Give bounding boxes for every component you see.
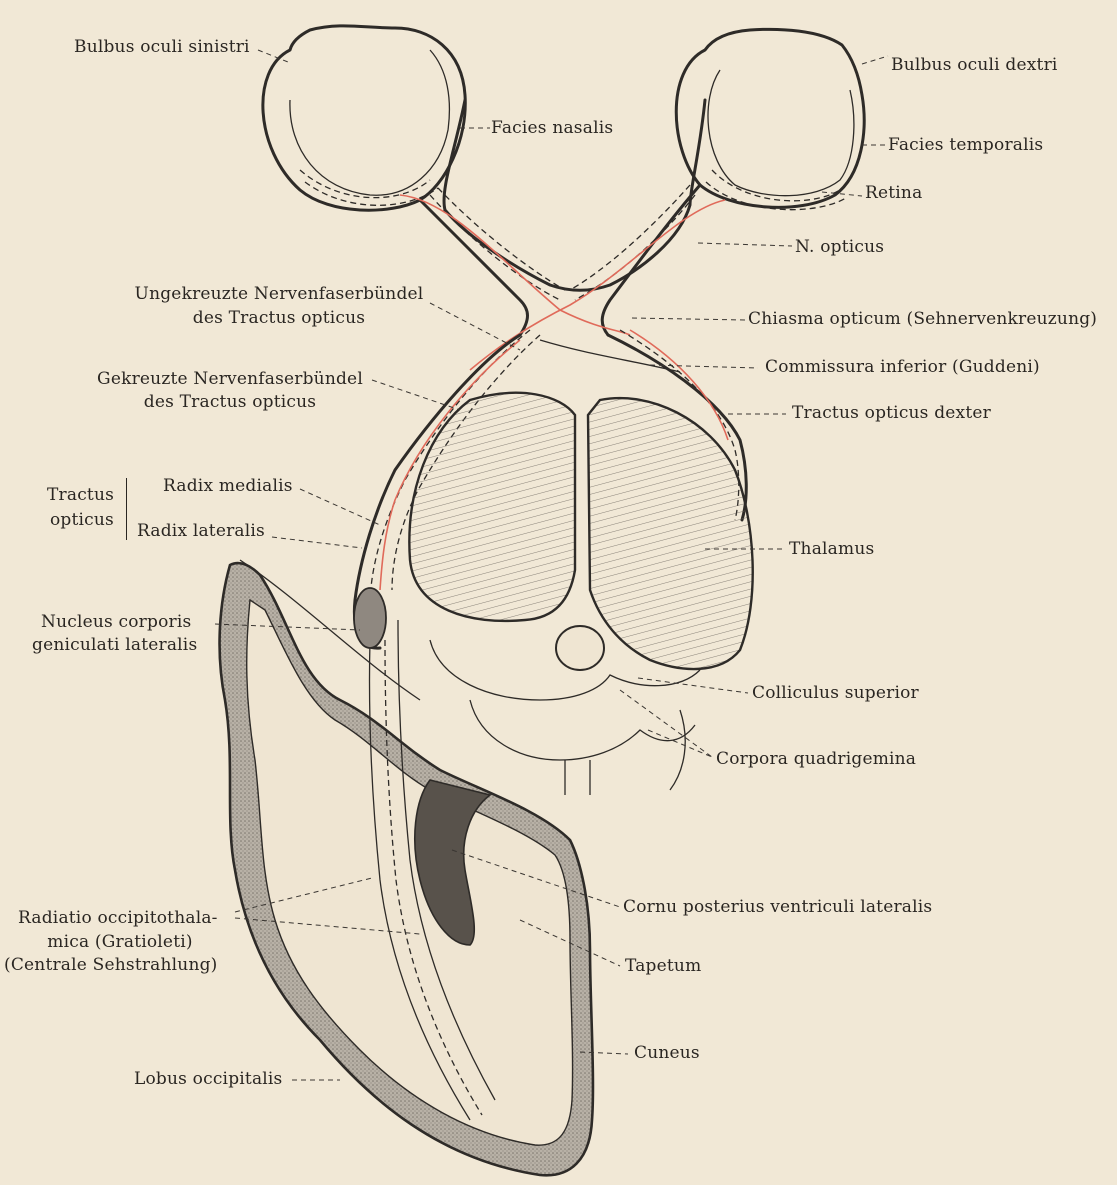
label-bulbus-oculi-dextri: Bulbus oculi dextri	[891, 54, 1058, 76]
thalamus	[409, 393, 752, 670]
label-thalamus: Thalamus	[789, 538, 874, 560]
label-gekreuzte-2: des Tractus opticus	[90, 391, 370, 413]
label-corpora-quadrigemina: Corpora quadrigemina	[716, 748, 916, 770]
label-gekreuzte-1: Gekreuzte Nervenfaserbündel	[90, 368, 370, 390]
label-radix-medialis: Radix medialis	[163, 475, 293, 497]
label-tapetum: Tapetum	[625, 955, 701, 977]
label-nucleus-2: geniculati lateralis	[32, 634, 197, 656]
tractus-bracket	[126, 478, 131, 540]
label-ungekreuzte-1: Ungekreuzte Nervenfaserbündel	[124, 283, 434, 305]
label-radix-lateralis: Radix lateralis	[137, 520, 265, 542]
label-radiatio-3: (Centrale Sehstrahlung)	[4, 954, 218, 976]
label-chiasma-opticum: Chiasma opticum (Sehnervenkreuzung)	[748, 308, 1097, 330]
label-cornu-posterius: Cornu posterius ventriculi lateralis	[623, 896, 932, 918]
label-cuneus: Cuneus	[634, 1042, 700, 1064]
label-tractus: Tractus	[47, 484, 114, 506]
label-n-opticus: N. opticus	[795, 236, 884, 258]
right-eyeball	[676, 29, 864, 209]
label-facies-nasalis: Facies nasalis	[491, 117, 613, 139]
label-nucleus-1: Nucleus corporis	[41, 611, 191, 633]
label-radiatio-1: Radiatio occipitothala-	[18, 907, 218, 929]
label-colliculus-superior: Colliculus superior	[752, 682, 919, 704]
label-tractus-opticus-dexter: Tractus opticus dexter	[792, 402, 991, 424]
label-ungekreuzte-2: des Tractus opticus	[124, 307, 434, 329]
label-radiatio-2: mica (Gratioleti)	[8, 931, 232, 953]
label-facies-temporalis: Facies temporalis	[888, 134, 1043, 156]
left-eyeball	[263, 26, 465, 210]
label-bulbus-oculi-sinistri: Bulbus oculi sinistri	[74, 36, 250, 58]
label-commissura-inferior: Commissura inferior (Guddeni)	[765, 356, 1040, 378]
optic-nerves	[400, 100, 725, 370]
label-opticus: opticus	[50, 509, 114, 531]
label-retina: Retina	[865, 182, 922, 204]
label-lobus-occipitalis: Lobus occipitalis	[134, 1068, 282, 1090]
